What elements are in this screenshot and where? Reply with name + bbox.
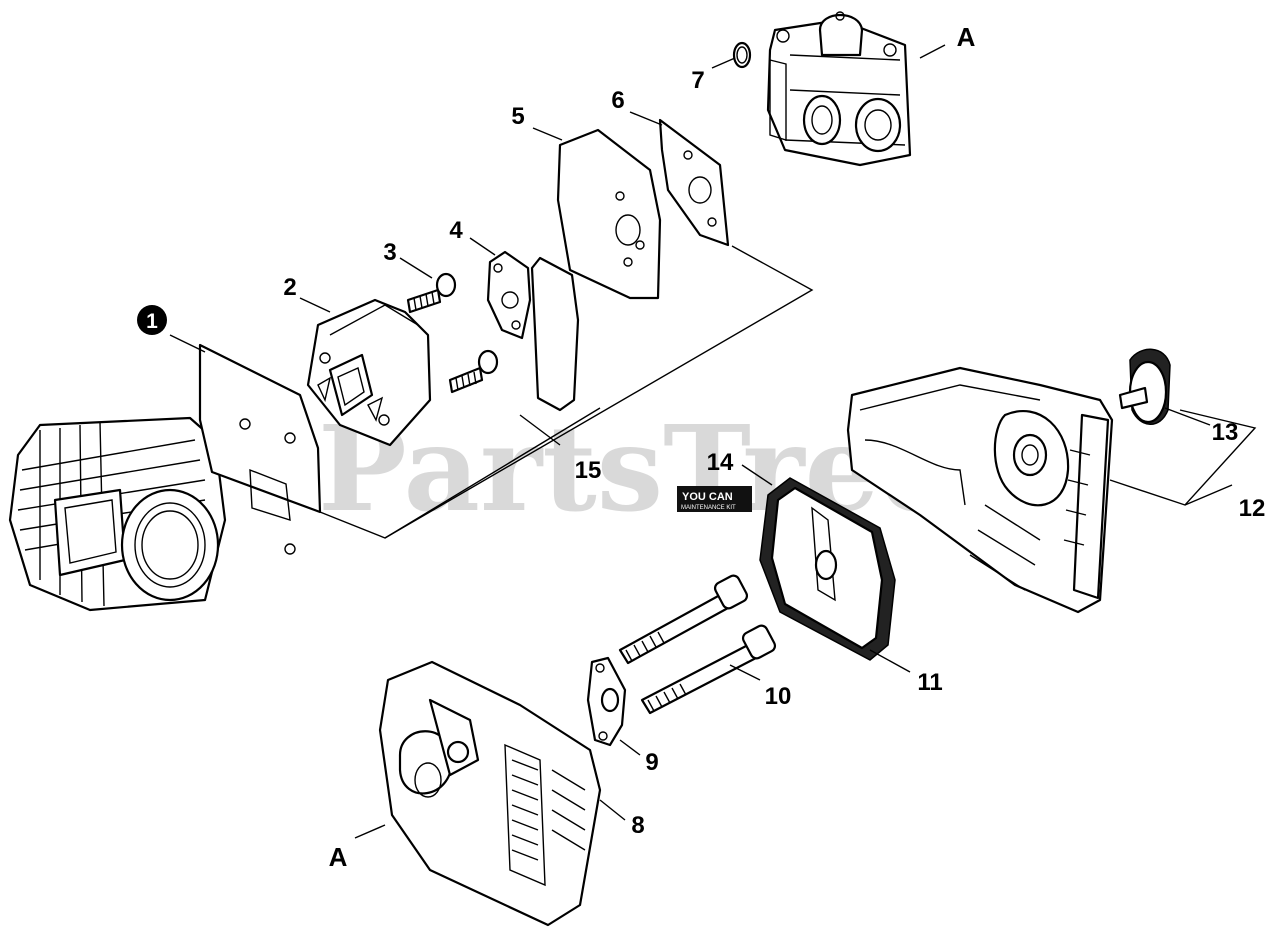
part-7-o-ring [732, 41, 752, 69]
callout-12: 12 [1239, 495, 1266, 522]
part-13-knob [1118, 348, 1171, 425]
callout-14: 14 [707, 449, 734, 476]
part-1-gasket [198, 343, 322, 555]
cylinder-part [8, 416, 227, 612]
part-4-gasket [486, 250, 580, 412]
part-6-gasket [658, 118, 730, 247]
callout-8: 8 [631, 812, 644, 839]
callout-5: 5 [511, 103, 524, 130]
leader-lines [169, 44, 1257, 839]
callout-11: 11 [917, 669, 942, 696]
maintenance-kit-badge: YOU CAN MAINTENANCE KIT [677, 486, 752, 512]
callout-6: 6 [611, 87, 624, 114]
callout-3: 3 [383, 239, 396, 266]
carburetor-part [766, 11, 912, 167]
part-2-insulator [306, 298, 432, 447]
callout-4: 4 [449, 217, 463, 244]
callout-15: 15 [575, 457, 602, 484]
reference-a-bottom: A [329, 842, 348, 872]
part-10-bolts [618, 574, 777, 715]
callout-1-marker [137, 305, 167, 335]
callout-13: 13 [1212, 419, 1239, 446]
kit-badge-title: YOU CAN [682, 491, 733, 503]
part-5-plate [556, 128, 662, 300]
callout-7: 7 [691, 67, 704, 94]
reference-a-top: A [957, 22, 976, 52]
callout-1: 1 [146, 310, 158, 333]
kit-badge-subtitle: MAINTENANCE KIT [681, 505, 736, 511]
part-9-bracket [586, 656, 627, 747]
callout-9: 9 [645, 749, 658, 776]
callout-labels: 1 2 3 4 5 6 7 8 9 10 11 12 13 14 15 A A [137, 22, 1265, 872]
part-8-air-cleaner-case [378, 660, 602, 927]
callout-2: 2 [283, 274, 296, 301]
callout-10: 10 [765, 683, 792, 710]
part-12-air-cleaner-cover [846, 366, 1114, 614]
part-3-screws [406, 272, 499, 394]
part-11-filter-element [759, 477, 896, 661]
